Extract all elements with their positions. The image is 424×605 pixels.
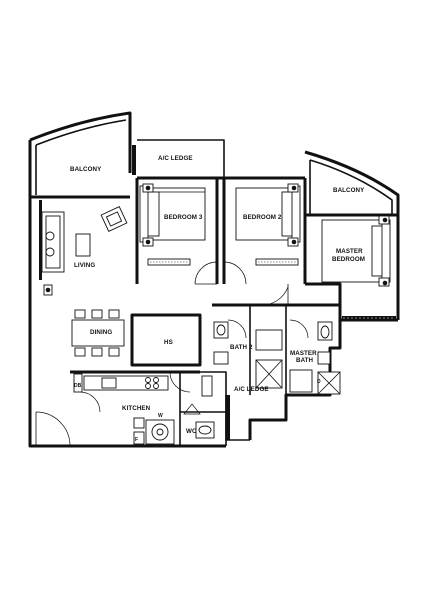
label-dining: DINING	[90, 329, 112, 336]
wc-fixtures	[183, 375, 215, 439]
bedroom2-bed	[235, 183, 301, 247]
ac-ledge-rail	[132, 145, 136, 175]
label-bedroom3: BEDROOM 3	[164, 214, 203, 221]
label-bath2: BATH 2	[230, 344, 253, 351]
master-bath-fixtures	[289, 321, 341, 395]
master-bed	[321, 215, 391, 287]
label-d: D	[317, 379, 321, 385]
label-balcony-left: BALCONY	[70, 166, 102, 173]
label-master-bath-1: MASTER	[290, 350, 317, 357]
coffee-table	[75, 233, 91, 257]
label-master-bedroom-1: MASTER	[336, 248, 363, 255]
label-ac-ledge-bottom: A/C LEDGE	[234, 386, 269, 393]
label-master-bath-2: BATH	[296, 357, 314, 364]
label-f: F	[135, 437, 138, 443]
kitchen-counter	[73, 373, 169, 393]
armchair	[100, 206, 128, 232]
outer-walls	[28, 111, 400, 448]
dining-set	[71, 309, 125, 357]
label-bedroom2: BEDROOM 2	[243, 214, 282, 221]
label-kitchen: KITCHEN	[122, 405, 151, 412]
label-w: W	[158, 413, 163, 419]
sofa	[41, 211, 65, 273]
doors	[79, 261, 309, 413]
label-ac-ledge-top: A/C LEDGE	[158, 155, 193, 162]
label-living: LIVING	[74, 262, 95, 269]
label-master-bedroom-2: BEDROOM	[332, 256, 365, 263]
bath2-fixtures	[213, 321, 283, 389]
label-balcony-right: BALCONY	[333, 187, 365, 194]
label-wc: WC	[186, 428, 197, 435]
label-db: DB	[74, 383, 82, 389]
room-labels: BALCONY A/C LEDGE BEDROOM 3 BEDROOM 2 BA…	[70, 155, 365, 443]
window-marks	[39, 200, 396, 321]
ac-ledge-bottom-rail	[226, 395, 230, 440]
bedroom3-bed	[139, 183, 206, 247]
label-hs: HS	[164, 339, 173, 346]
kitchen-lower	[133, 417, 175, 445]
